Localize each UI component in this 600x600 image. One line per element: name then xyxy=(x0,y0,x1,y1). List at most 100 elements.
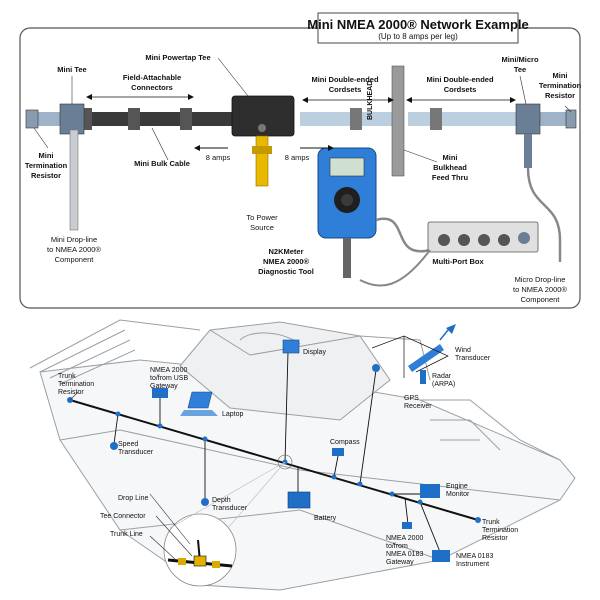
label-mini-dropline-1: Mini Drop-line xyxy=(51,235,97,244)
network-panel xyxy=(19,27,581,309)
inset-tee-detail xyxy=(163,461,286,587)
label-mini-term-left-2: Termination xyxy=(25,161,68,170)
label-radar-1: Radar xyxy=(432,373,452,380)
trunk-tee-connectors xyxy=(115,411,423,505)
label-n2k-2: NMEA 2000® xyxy=(263,257,310,266)
network-title: Mini NMEA 2000® Network Example xyxy=(307,17,529,32)
label-mini-term-right-2: Termination xyxy=(539,81,582,90)
field-attachable-arrows xyxy=(86,94,516,103)
label-mini-term-left-3: Resistor xyxy=(31,171,61,180)
network-leaders xyxy=(33,57,572,163)
label-gw0183-4: Gateway xyxy=(386,559,414,566)
label-power-source-1: To Power xyxy=(246,213,278,222)
label-trunk-term-left-1: Trunk xyxy=(58,373,76,380)
label-gw0183-3: NMEA 0183 xyxy=(386,551,423,558)
mini-tee-left xyxy=(59,103,85,231)
powertap-tee xyxy=(231,95,295,187)
laptop-icon xyxy=(180,391,218,416)
instrument-0183-icon xyxy=(432,550,450,562)
amps-arrows xyxy=(194,145,334,151)
tee-highlight-ring xyxy=(277,454,293,470)
label-usb-gateway-2: to/from USB xyxy=(150,375,188,382)
label-inst0183-2: Instrument xyxy=(456,561,489,568)
network-subtitle: (Up to 8 amps per leg) xyxy=(378,32,458,41)
label-depth-2: Transducer xyxy=(212,505,248,512)
label-mini-powertap-tee: Mini Powertap Tee xyxy=(145,53,210,62)
label-battery: Battery xyxy=(314,515,337,522)
battery-icon xyxy=(287,491,311,509)
label-n2k-1: N2KMeter xyxy=(268,247,303,256)
label-micro-dropline-2: to NMEA 2000® xyxy=(513,285,567,294)
drop-lines xyxy=(113,351,441,553)
trunk-line xyxy=(69,399,479,521)
label-mini-micro-tee-2: Tee xyxy=(514,65,526,74)
label-speed-2: Transducer xyxy=(118,449,154,456)
label-gw0183-2: to/from xyxy=(386,543,408,550)
label-inst0183-1: NMEA 0183 xyxy=(456,553,493,560)
label-gw0183-1: NMEA 2000 xyxy=(386,535,423,542)
compass-icon xyxy=(332,448,344,456)
label-micro-dropline-3: Component xyxy=(521,295,561,304)
label-8-amps-left: 8 amps xyxy=(206,153,231,162)
label-engine-1: Engine xyxy=(446,483,468,490)
label-mini-double-2a: Mini Double-ended xyxy=(426,75,493,84)
gateway-0183-icon xyxy=(402,522,412,529)
label-mini-dropline-3: Component xyxy=(55,255,95,264)
label-gps-2: Receiver xyxy=(404,403,432,410)
radar-icon xyxy=(408,344,444,384)
label-field-attachable-2: Connectors xyxy=(131,83,173,92)
usb-gateway-icon xyxy=(152,388,168,398)
multi-port-box xyxy=(359,221,539,287)
radar-beam xyxy=(371,335,449,378)
label-wind-2: Transducer xyxy=(455,355,491,362)
label-multi-port-box: Multi-Port Box xyxy=(432,257,484,266)
label-8-amps-right: 8 amps xyxy=(285,153,310,162)
label-wind-1: Wind xyxy=(455,347,471,354)
label-usb-gateway-3: Gateway xyxy=(150,383,178,390)
n2kmeter-device xyxy=(317,147,431,278)
label-mini-double-1a: Mini Double-ended xyxy=(311,75,378,84)
depth-transducer-icon xyxy=(201,498,209,506)
label-mini-tee: Mini Tee xyxy=(57,65,86,74)
mini-micro-tee-right xyxy=(515,103,562,262)
label-laptop: Laptop xyxy=(222,411,244,418)
gps-receiver-icon xyxy=(372,364,380,372)
display-icon xyxy=(282,339,300,354)
label-power-source-2: Source xyxy=(250,223,274,232)
label-trunk-term-right-3: Resistor xyxy=(482,535,508,542)
title-box xyxy=(317,12,519,44)
label-n2k-3: Diagnostic Tool xyxy=(258,267,314,276)
label-mini-dropline-2: to NMEA 2000® xyxy=(47,245,101,254)
label-mini-micro-tee-1: Mini/Micro xyxy=(501,55,539,64)
label-mini-bulkhead-2: Bulkhead xyxy=(433,163,467,172)
label-drop-line: Drop Line xyxy=(118,495,148,502)
label-usb-gateway-1: NMEA 2000 xyxy=(150,367,187,374)
label-mini-bulkhead-1: Mini xyxy=(443,153,458,162)
label-trunk-term-right-2: Termination xyxy=(482,527,518,534)
label-depth-1: Depth xyxy=(212,497,231,504)
label-trunk-term-right-1: Trunk xyxy=(482,519,500,526)
label-mini-term-left-1: Mini xyxy=(39,151,54,160)
label-mini-term-right-1: Mini xyxy=(553,71,568,80)
speed-transducer-icon xyxy=(110,442,118,450)
boat-outline xyxy=(29,319,576,591)
label-field-attachable-1: Field-Attachable xyxy=(123,73,181,82)
power-cable xyxy=(255,135,269,187)
label-mini-bulk-cable: Mini Bulk Cable xyxy=(134,159,190,168)
label-display: Display xyxy=(303,349,326,356)
trunk-termination-right xyxy=(475,517,481,523)
label-mini-bulkhead-3: Feed Thru xyxy=(432,173,469,182)
label-trunk-term-left-3: Resistor xyxy=(58,389,84,396)
label-gps-1: GPS xyxy=(404,395,419,402)
boat-leaders xyxy=(69,391,193,561)
label-engine-2: Monitor xyxy=(446,491,470,498)
mini-termination-resistor-right xyxy=(565,109,577,129)
label-compass: Compass xyxy=(330,439,360,446)
label-micro-dropline-1: Micro Drop-line xyxy=(515,275,566,284)
label-radar-2: (ARPA) xyxy=(432,381,455,388)
label-speed-1: Speed xyxy=(118,441,138,448)
label-trunk-term-left-2: Termination xyxy=(58,381,94,388)
label-mini-term-right-3: Resistor xyxy=(545,91,575,100)
